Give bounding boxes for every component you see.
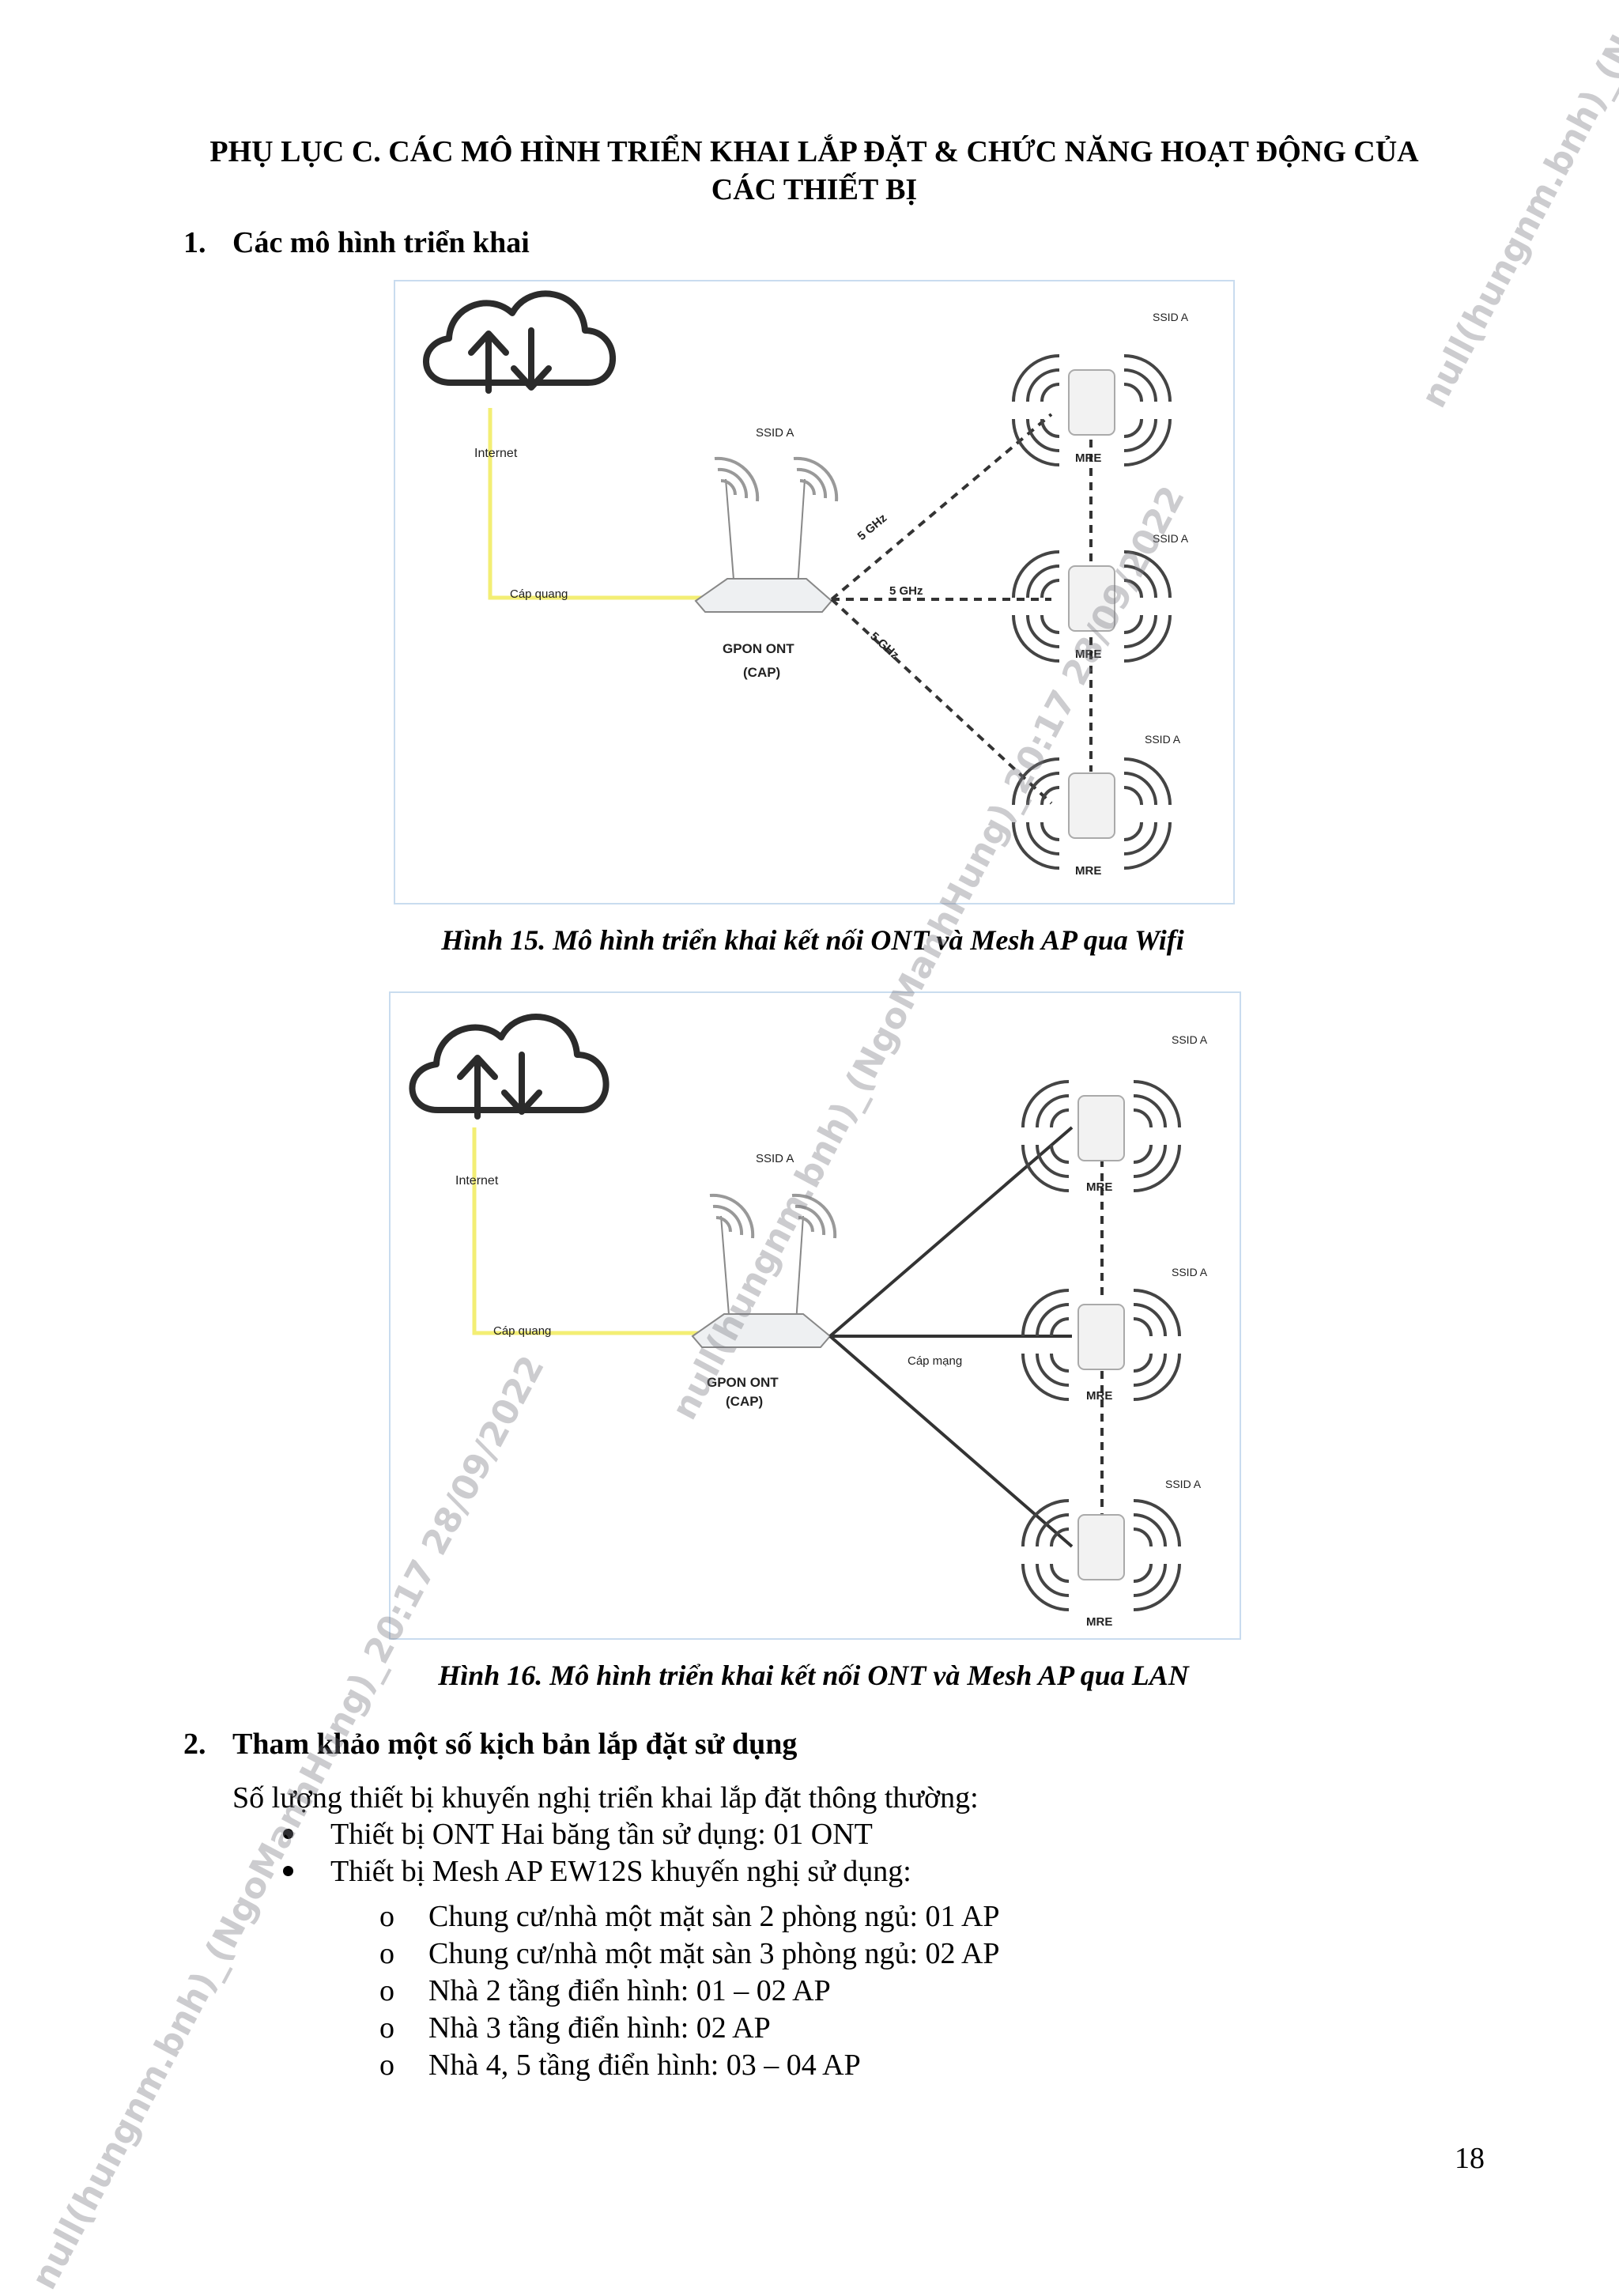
- title-line-2: CÁC THIẾT BỊ: [119, 171, 1510, 209]
- wifi-icon: [715, 459, 836, 501]
- mre-label-2: MRE: [1086, 1389, 1112, 1403]
- mre-ssid-1: SSID A: [1153, 311, 1189, 323]
- sub-bullet-marker: o: [379, 2046, 394, 2084]
- page-title: PHỤ LỤC C. CÁC MÔ HÌNH TRIỂN KHAI LẮP ĐẶ…: [119, 133, 1510, 209]
- sub-item-1: Chung cư/nhà một mặt sàn 2 phòng ngủ: 01…: [428, 1898, 1000, 1935]
- sub-bullet-marker: o: [379, 2009, 394, 2047]
- section-2-intro: Số lượng thiết bị khuyến nghị triển khai…: [232, 1779, 979, 1817]
- band-label-1: 5 GHz: [855, 512, 889, 543]
- cloud-icon: [426, 293, 613, 391]
- mre-unit-1: MRE SSID A: [1013, 311, 1189, 465]
- fiber-line: [490, 408, 743, 598]
- cloud-icon: [412, 1017, 606, 1116]
- mre-unit-1: MRE SSID A: [1023, 1033, 1208, 1194]
- fiber-label: Cáp quang: [493, 1324, 551, 1338]
- mre-ssid-1: SSID A: [1172, 1033, 1208, 1046]
- mre-unit-3: MRE SSID A: [1023, 1478, 1202, 1629]
- mre-label-3: MRE: [1086, 1615, 1112, 1629]
- page-number: 18: [1455, 2139, 1485, 2177]
- mre-ssid-3: SSID A: [1145, 733, 1181, 746]
- mre-label-1: MRE: [1075, 451, 1101, 465]
- sub-bullet-marker: o: [379, 1935, 394, 1973]
- band-label-3: 5 GHz: [867, 629, 901, 662]
- sub-bullet-marker: o: [379, 1898, 394, 1935]
- fiber-line: [474, 1127, 738, 1333]
- section-1-number: 1.: [183, 224, 206, 262]
- band-label-2: 5 GHz: [889, 584, 923, 598]
- bullet-item-2: Thiết bị Mesh AP EW12S khuyến nghị sử dụ…: [330, 1852, 911, 1890]
- mre-label-1: MRE: [1086, 1180, 1112, 1194]
- section-1-heading: Các mô hình triển khai: [232, 224, 530, 262]
- internet-label: Internet: [474, 447, 518, 460]
- mre-label-3: MRE: [1075, 864, 1101, 878]
- sub-item-2: Chung cư/nhà một mặt sàn 3 phòng ngủ: 02…: [428, 1935, 1000, 1973]
- internet-label: Internet: [455, 1174, 499, 1188]
- section-2-number: 2.: [183, 1725, 206, 1763]
- mre-unit-2: MRE SSID A: [1023, 1266, 1208, 1403]
- sub-item-5: Nhà 4, 5 tầng điển hình: 03 – 04 AP: [428, 2046, 861, 2084]
- router-ssid-label: SSID A: [756, 1152, 794, 1165]
- sub-bullet-marker: o: [379, 1972, 394, 2010]
- cap-label: (CAP): [726, 1394, 763, 1409]
- figure-16-caption: Hình 16. Mô hình triển khai kết nối ONT …: [389, 1657, 1238, 1694]
- mre-ssid-3: SSID A: [1165, 1478, 1202, 1490]
- router-icon: [696, 479, 832, 612]
- mre-ssid-2: SSID A: [1172, 1266, 1208, 1278]
- lan-links: [830, 1127, 1072, 1546]
- lan-label: Cáp mạng: [908, 1354, 962, 1368]
- figure-15-caption: Hình 15. Mô hình triển khai kết nối ONT …: [394, 922, 1232, 958]
- figure-16-diagram: Internet Cáp quang SSID A GPON ONT (CAP)…: [391, 993, 1240, 1638]
- title-line-1: PHỤ LỤC C. CÁC MÔ HÌNH TRIỂN KHAI LẮP ĐẶ…: [119, 133, 1510, 171]
- ont-label: GPON ONT: [723, 641, 794, 656]
- figure-16: Internet Cáp quang SSID A GPON ONT (CAP)…: [389, 991, 1241, 1640]
- fiber-label: Cáp quang: [510, 587, 568, 601]
- router-ssid-label: SSID A: [756, 426, 794, 440]
- cap-label: (CAP): [743, 665, 780, 680]
- bullet-item-1: Thiết bị ONT Hai băng tần sử dụng: 01 ON…: [330, 1815, 873, 1853]
- sub-item-3: Nhà 2 tầng điển hình: 01 – 02 AP: [428, 1972, 831, 2010]
- sub-item-4: Nhà 3 tầng điển hình: 02 AP: [428, 2009, 771, 2047]
